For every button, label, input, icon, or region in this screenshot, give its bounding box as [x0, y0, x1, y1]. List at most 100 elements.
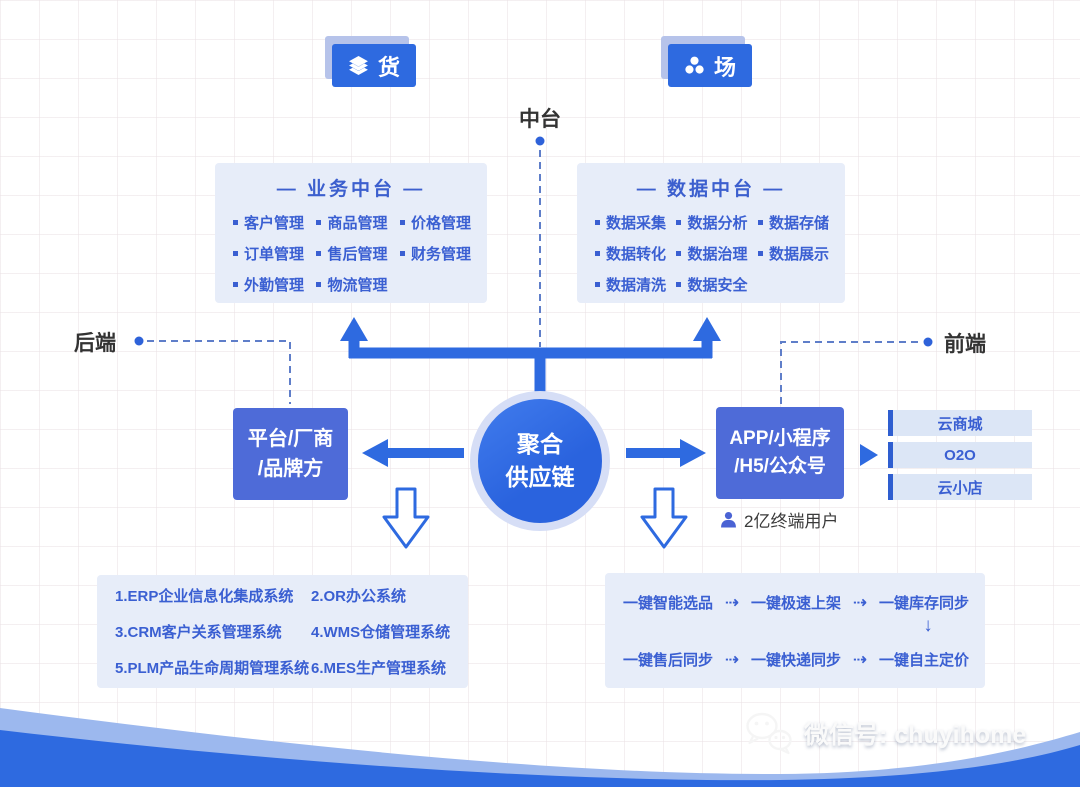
- data-item-label: 数据清洗: [606, 277, 667, 294]
- data-item-label: 数据采集: [606, 215, 667, 232]
- channels-node: APP/小程序 /H5/公众号: [716, 407, 844, 499]
- channel-item-label: O2O: [944, 446, 976, 464]
- data-panel-items: 数据采集 数据分析 数据存储 数据转化 数据治理 数据展示 数据清洗 数据安全: [577, 201, 845, 295]
- bullet-square-icon: [399, 220, 405, 225]
- supplier-line1: 平台/厂商: [247, 428, 334, 450]
- bullet-square-icon: [757, 251, 763, 256]
- bullet-square-icon: [233, 282, 238, 287]
- user-icon: [721, 511, 736, 528]
- supplier-node: 平台/厂商 /品牌方: [233, 408, 348, 500]
- middle-platform-label: 中台: [519, 108, 561, 131]
- supply-chain-hub: 聚合 供应链: [470, 391, 610, 531]
- hub-line1: 聚合: [517, 430, 563, 457]
- business-panel-title: — 业务中台 —: [276, 179, 426, 200]
- dashed-right-arrow-icon: ⇢: [852, 592, 868, 612]
- channel-item-bar: [888, 410, 893, 436]
- business-item: 售后管理: [316, 243, 388, 264]
- bullet-square-icon: [233, 251, 238, 256]
- bullet-square-icon: [233, 220, 238, 225]
- hollow-down-arrow-right: [640, 487, 688, 549]
- data-item: 数据存储: [757, 212, 829, 233]
- channel-list: 云商城 O2O 云小店: [888, 410, 1032, 506]
- data-item-label: 数据安全: [687, 277, 748, 294]
- channels-line2: /H5/公众号: [734, 456, 826, 477]
- one-click-item: 一键自主定价: [878, 652, 969, 669]
- data-item: 数据转化: [595, 243, 666, 264]
- one-click-item: 一键售后同步: [623, 652, 714, 669]
- data-platform-panel: — 数据中台 — 数据采集 数据分析 数据存储 数据转化 数据治理 数据展示 数…: [577, 163, 845, 303]
- watermark-text: 微信号: chuyihome: [804, 721, 1027, 749]
- channel-list-item: 云商城: [888, 410, 1032, 436]
- down-arrow-icon: ↓: [923, 615, 933, 636]
- system-item: 3.CRM客户关系管理系统: [115, 624, 282, 641]
- bullet-square-icon: [757, 220, 763, 225]
- hollow-down-arrow-left: [382, 487, 430, 549]
- data-item-label: 数据转化: [606, 246, 667, 263]
- hub-line2: 供应链: [505, 464, 575, 490]
- system-item: 2.OR办公系统: [311, 588, 407, 605]
- goods-badge: 货: [332, 44, 416, 87]
- one-click-item: 一键快递同步: [750, 652, 841, 669]
- business-item-label: 客户管理: [244, 215, 305, 232]
- channel-item-bar: [888, 474, 893, 500]
- dashed-right-arrow-icon: ⇢: [724, 592, 740, 612]
- dashed-right-arrow-icon: ⇢: [724, 649, 740, 669]
- business-item-label: 商品管理: [327, 215, 388, 232]
- cluster-icon: [684, 55, 705, 75]
- data-item-label: 数据治理: [687, 246, 748, 263]
- bullet-square-icon: [595, 220, 600, 225]
- data-item: 数据展示: [757, 243, 829, 264]
- one-click-item: 一键库存同步: [878, 595, 969, 612]
- data-item-label: 数据展示: [768, 246, 829, 263]
- system-item: 6.MES生产管理系统: [311, 660, 447, 677]
- channels-line1: APP/小程序: [729, 427, 831, 449]
- bullet-square-icon: [676, 220, 682, 225]
- users-note-text: 2亿终端用户: [744, 512, 839, 531]
- one-click-row1: 一键智能选品 ⇢ 一键极速上架 ⇢ 一键库存同步: [623, 592, 969, 613]
- goods-badge-label: 货: [377, 54, 400, 80]
- business-item-label: 财务管理: [410, 246, 471, 263]
- system-item: 1.ERP企业信息化集成系统: [115, 588, 294, 605]
- channel-list-item: 云小店: [888, 474, 1032, 500]
- channel-list-triangle-icon: [860, 444, 878, 466]
- bullet-square-icon: [316, 220, 322, 225]
- business-item: 客户管理: [233, 212, 304, 233]
- channel-item-bar: [888, 442, 893, 468]
- backend-dashed-connector: [134, 336, 291, 404]
- arrow-to-supplier: [362, 439, 464, 467]
- business-item-label: 外勤管理: [244, 277, 305, 294]
- middle-dashed-connector: [535, 136, 545, 347]
- arrow-to-channels: [626, 439, 706, 467]
- system-item: 5.PLM产品生命周期管理系统: [115, 660, 310, 677]
- layers-icon: [349, 56, 368, 75]
- dashed-right-arrow-icon: ⇢: [852, 649, 868, 669]
- t-arrow-up: [340, 317, 721, 393]
- bullet-square-icon: [676, 282, 682, 287]
- business-item: 价格管理: [399, 212, 471, 233]
- business-item: 物流管理: [316, 274, 388, 295]
- data-panel-title: — 数据中台 —: [636, 179, 786, 200]
- data-item-label: 数据分析: [687, 215, 748, 232]
- supplier-line2: /品牌方: [257, 458, 324, 480]
- business-item: 外勤管理: [233, 274, 304, 295]
- watermark: 微信号: chuyihome: [742, 709, 1026, 757]
- bullet-square-icon: [316, 282, 322, 287]
- business-item: 财务管理: [399, 243, 471, 264]
- frontend-label: 前端: [944, 333, 986, 356]
- one-click-item: 一键极速上架: [750, 595, 841, 612]
- one-click-item: 一键智能选品: [623, 595, 714, 612]
- data-item: 数据清洗: [595, 274, 666, 295]
- bullet-square-icon: [316, 251, 322, 256]
- data-item: 数据采集: [595, 212, 666, 233]
- one-click-panel: 一键智能选品 ⇢ 一键极速上架 ⇢ 一键库存同步 ↓ 一键售后同步 ⇢ 一键快递…: [605, 573, 985, 688]
- frontend-dashed-connector: [780, 337, 933, 404]
- scene-badge: 场: [668, 44, 752, 87]
- users-note: 2亿终端用户: [720, 507, 838, 532]
- business-item-label: 物流管理: [327, 277, 388, 294]
- business-item-label: 订单管理: [244, 246, 305, 263]
- business-panel-items: 客户管理 商品管理 价格管理 订单管理 售后管理 财务管理 外勤管理 物流管理: [215, 201, 487, 295]
- business-item: 订单管理: [233, 243, 304, 264]
- bullet-square-icon: [595, 251, 600, 256]
